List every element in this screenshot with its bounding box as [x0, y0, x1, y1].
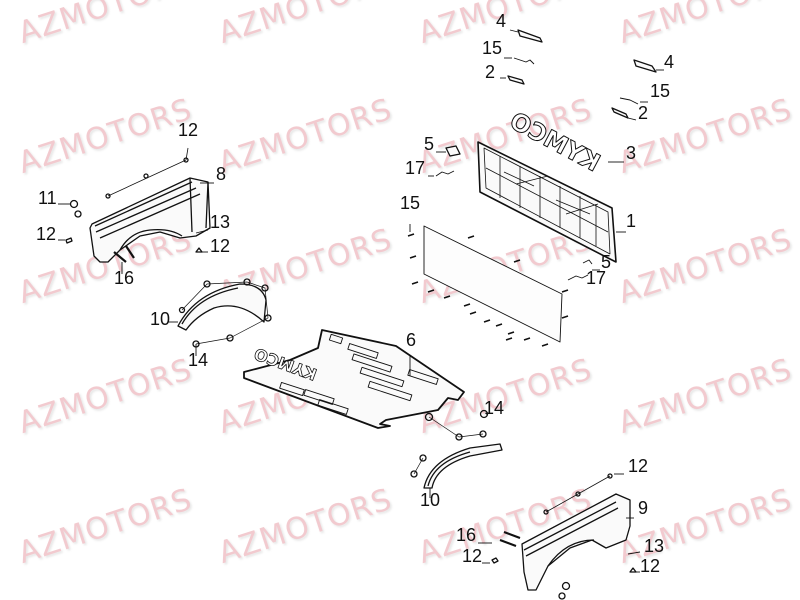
callout-clip: 13	[210, 212, 231, 232]
callout-screw: 12	[36, 224, 57, 244]
callout-tailgate-frame: 1	[626, 211, 637, 231]
callout-screw: 12	[178, 120, 199, 140]
bed-mat-part: KYMCO	[243, 329, 465, 429]
right-side-panel-part	[478, 473, 641, 600]
callout-wheel-arch-right: 10	[420, 490, 441, 510]
callout-bolt: 14	[188, 350, 209, 370]
bracket-clip-parts	[428, 145, 600, 281]
callout-bolt: 14	[484, 398, 505, 418]
hinge-left-part	[500, 29, 543, 85]
callout-screw: 12	[462, 546, 483, 566]
callout-kymco-emblem: 3	[626, 143, 637, 163]
callout-screw: 12	[628, 456, 649, 476]
callout-right-side-panel: 9	[638, 498, 649, 518]
callout-left-side-panel: 8	[216, 164, 227, 184]
callout-hinge-left: 4	[496, 11, 507, 31]
callout-clip: 17	[586, 268, 607, 288]
callout-clip: 13	[644, 536, 665, 556]
wheel-arch-right-part	[410, 409, 503, 498]
wheel-arch-left-part	[168, 278, 272, 356]
callout-bed-mat: 6	[406, 330, 417, 350]
tailgate-frame-part	[477, 141, 626, 263]
callout-wheel-arch-left: 10	[150, 309, 171, 329]
callout-bolt: 16	[456, 525, 477, 545]
callout-screw: 12	[640, 556, 661, 576]
callout-bolt: 16	[114, 268, 135, 288]
callout-hinge-right: 4	[664, 52, 675, 72]
left-side-panel-part	[58, 147, 214, 274]
callout-screw: 15	[400, 193, 421, 213]
callout-nut: 11	[38, 188, 57, 208]
callout-screw: 15	[650, 81, 671, 101]
hinge-right-part	[611, 59, 664, 121]
callout-clip: 17	[405, 158, 426, 178]
callout-hinge-plate-left: 2	[485, 62, 496, 82]
callout-hinge-plate-right: 2	[638, 103, 649, 123]
callout-bracket: 5	[424, 134, 435, 154]
tailgate-panel-part	[407, 224, 569, 347]
callout-bracket: 5	[601, 252, 612, 272]
callout-screw: 15	[482, 38, 503, 58]
callout-screw: 12	[210, 236, 231, 256]
